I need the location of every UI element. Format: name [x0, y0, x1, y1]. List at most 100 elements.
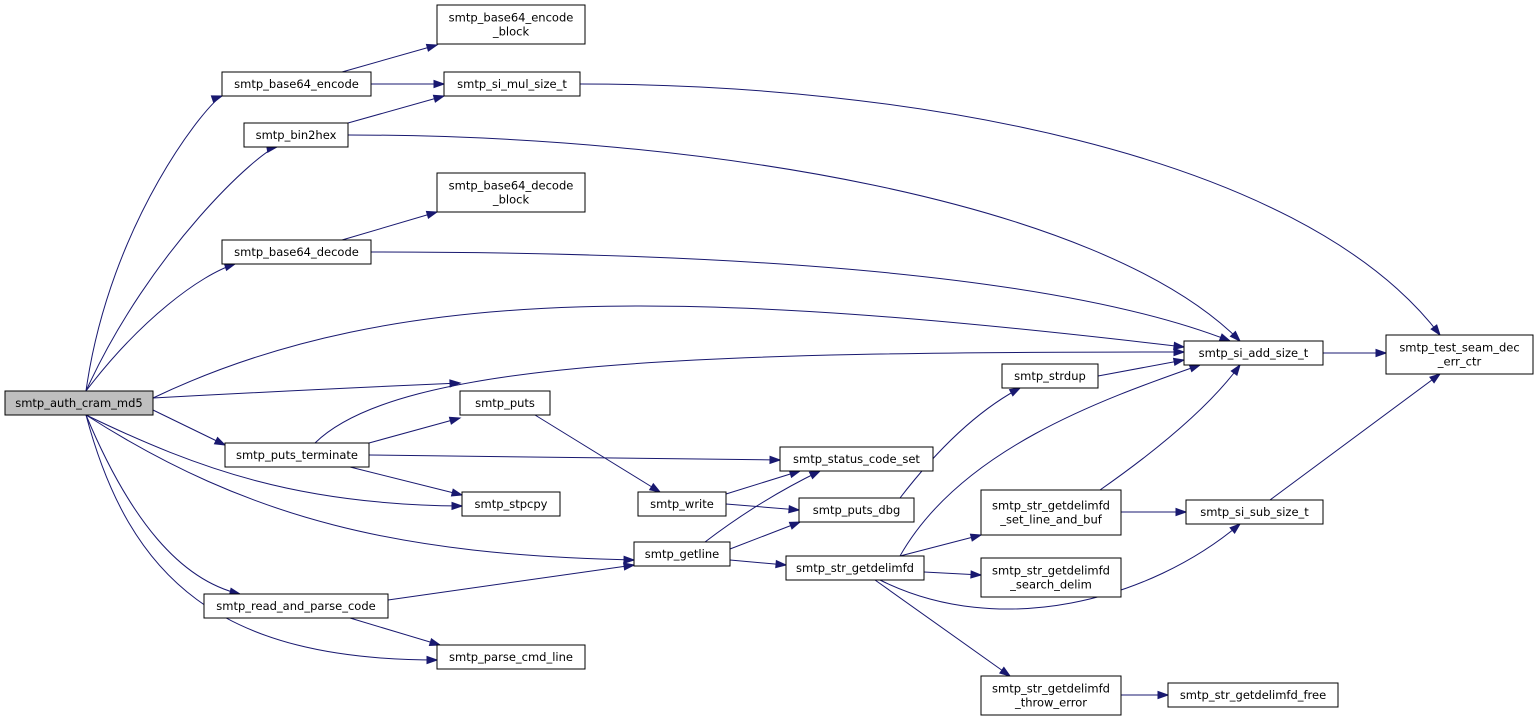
arrowhead: [450, 488, 464, 497]
edge-puts_terminate-to-status_code_set: [368, 454, 782, 465]
node-write[interactable]: smtp_write: [637, 491, 727, 517]
node-label: smtp_str_getdelimfd: [992, 682, 1110, 696]
node-label: _block: [492, 25, 530, 39]
edge-puts_terminate-to-stpcpy: [349, 466, 464, 497]
edge-gd_set_line-to-si_sub: [1121, 507, 1188, 517]
arrowhead: [1172, 357, 1186, 367]
edge-getline-to-status_code_set: [704, 470, 822, 543]
nodes-layer: smtp_auth_cram_md5smtp_base64_encodesmtp…: [4, 4, 1534, 716]
arrowhead: [788, 504, 801, 514]
arrowhead: [623, 555, 636, 564]
node-puts-dbg[interactable]: smtp_puts_dbg: [798, 497, 915, 523]
node-stpcpy[interactable]: smtp_stpcpy: [461, 491, 561, 517]
node-label: smtp_test_seam_dec: [1399, 341, 1519, 355]
node-b64-decode[interactable]: smtp_base64_decode: [221, 239, 372, 265]
edge-line: [341, 211, 438, 241]
arrowhead: [1188, 364, 1202, 373]
edge-b64_encode-to-si_mul: [371, 79, 446, 89]
node-gd-search[interactable]: smtp_str_getdelimfd_search_delim: [980, 557, 1122, 598]
arrowhead: [425, 210, 439, 220]
arrowhead: [648, 482, 662, 493]
edge-cram_md5-to-bin2hex: [85, 144, 279, 392]
node-b64-decode-block[interactable]: smtp_base64_decode_block: [436, 172, 586, 213]
edge-write-to-status_code_set: [725, 470, 802, 495]
node-label: smtp_si_add_size_t: [1199, 346, 1309, 360]
edge-line: [579, 83, 1441, 336]
edge-line: [1099, 364, 1241, 491]
node-label: smtp_str_getdelimfd: [992, 564, 1110, 578]
edge-cram_md5-to-si_add: [152, 305, 1186, 399]
node-box: [221, 71, 372, 97]
arrowhead: [1375, 348, 1388, 358]
node-b64-encode-block[interactable]: smtp_base64_encode_block: [436, 4, 586, 45]
node-parse-cmd[interactable]: smtp_parse_cmd_line: [436, 644, 586, 670]
arrowhead: [1173, 347, 1186, 357]
node-box: [1185, 499, 1324, 525]
arrowhead: [1229, 330, 1242, 343]
node-gd-set-line[interactable]: smtp_str_getdelimfd_set_line_and_buf: [980, 489, 1122, 536]
node-label: smtp_str_getdelimfd: [796, 561, 914, 575]
arrowhead: [1157, 690, 1170, 700]
arrowhead: [1008, 387, 1022, 397]
edges-layer: [85, 43, 1442, 700]
node-label: smtp_strdup: [1014, 369, 1086, 383]
arrowhead: [1173, 341, 1186, 350]
edge-write-to-puts_dbg: [725, 503, 801, 514]
edge-gd_throw-to-gd_free: [1121, 690, 1170, 700]
node-label: smtp_base64_decode: [449, 179, 574, 193]
edge-line: [534, 414, 661, 493]
arrowhead: [769, 455, 782, 465]
arrowhead: [448, 416, 462, 425]
arrowhead: [788, 470, 802, 479]
arrowhead: [451, 501, 464, 511]
edge-line: [899, 364, 1201, 557]
node-puts[interactable]: smtp_puts: [459, 390, 551, 416]
node-read-parse[interactable]: smtp_read_and_parse_code: [203, 593, 389, 619]
node-bin2hex[interactable]: smtp_bin2hex: [243, 122, 349, 148]
edge-cram_md5-to-puts_terminate: [152, 409, 227, 446]
node-box: [980, 557, 1122, 598]
arrowhead: [1229, 523, 1242, 534]
edge-line: [1269, 373, 1441, 501]
node-box: [221, 239, 372, 265]
node-box: [980, 489, 1122, 536]
node-si-mul[interactable]: smtp_si_mul_size_t: [443, 71, 581, 97]
node-puts-terminate[interactable]: smtp_puts_terminate: [224, 442, 370, 468]
node-box: [243, 122, 349, 148]
arrowhead: [223, 263, 237, 272]
node-label: smtp_parse_cmd_line: [449, 650, 573, 664]
node-getdelimfd[interactable]: smtp_str_getdelimfd: [785, 555, 925, 581]
edge-getdelimfd-to-gd_search: [923, 570, 983, 579]
edge-line: [368, 454, 781, 461]
node-b64-encode[interactable]: smtp_base64_encode: [221, 71, 372, 97]
node-label: smtp_puts: [475, 396, 535, 410]
edge-line: [349, 466, 463, 496]
arrowhead: [1230, 363, 1241, 376]
node-test-seam[interactable]: smtp_test_seam_dec_err_ctr: [1385, 334, 1534, 375]
edge-bin2hex-to-si_add: [347, 134, 1242, 343]
edge-getdelimfd-to-si_add: [899, 364, 1202, 557]
node-box: [459, 390, 551, 416]
node-strdup[interactable]: smtp_strdup: [1001, 363, 1099, 389]
edge-puts_terminate-to-si_add: [314, 347, 1186, 444]
arrowhead: [210, 95, 224, 104]
edge-b64_decode-to-b64_decode_block: [341, 210, 439, 241]
node-status-code-set[interactable]: smtp_status_code_set: [779, 446, 934, 472]
arrowhead: [969, 533, 983, 542]
node-gd-free[interactable]: smtp_str_getdelimfd_free: [1167, 682, 1339, 708]
node-gd-throw[interactable]: smtp_str_getdelimfd_throw_error: [980, 675, 1122, 716]
edge-si_sub-to-test_seam: [1269, 373, 1442, 501]
node-si-add[interactable]: smtp_si_add_size_t: [1183, 340, 1324, 366]
node-box: [436, 172, 586, 213]
node-si-sub[interactable]: smtp_si_sub_size_t: [1185, 499, 1324, 525]
node-cram-md5[interactable]: smtp_auth_cram_md5: [4, 390, 154, 416]
node-label: smtp_puts_terminate: [236, 448, 358, 462]
arrowhead: [970, 570, 983, 579]
node-getline[interactable]: smtp_getline: [633, 541, 731, 567]
node-label: smtp_str_getdelimfd_free: [1180, 688, 1326, 702]
edge-line: [314, 351, 1185, 444]
arrowhead: [425, 43, 439, 52]
arrowhead: [999, 666, 1012, 677]
edge-line: [899, 387, 1021, 499]
node-label: smtp_base64_encode: [234, 77, 359, 91]
